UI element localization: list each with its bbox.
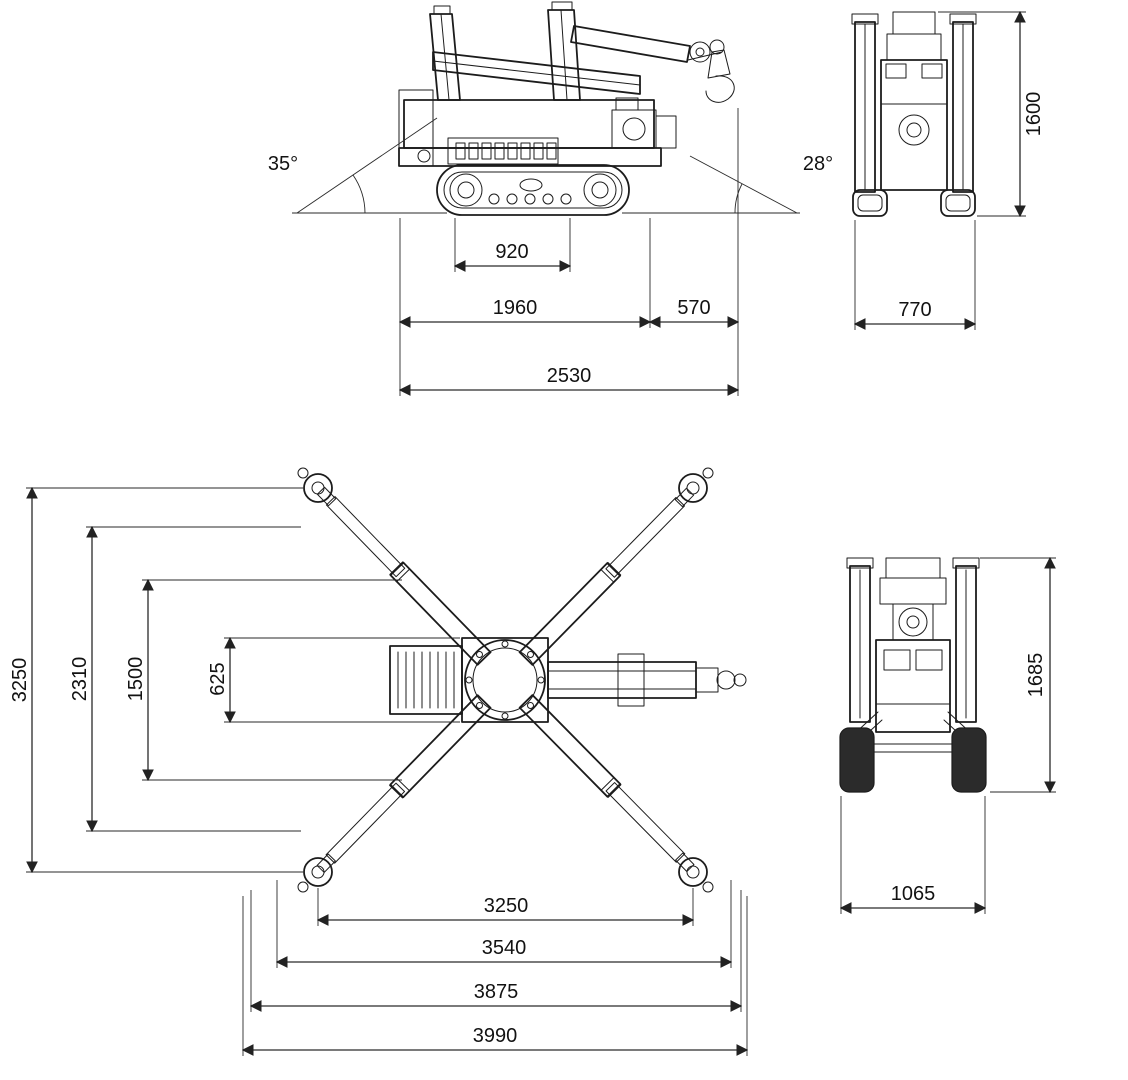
boom-folded bbox=[429, 1, 691, 101]
outrigger-arm-rear-left bbox=[316, 694, 492, 873]
dim-label-frame-width: 625 bbox=[207, 662, 229, 695]
dim-track-gauge: 1065 bbox=[839, 796, 987, 914]
dim-overall-width: 770 bbox=[853, 220, 977, 330]
dim-label-hook-overhang: 570 bbox=[677, 297, 710, 319]
front-outrigger-posts bbox=[846, 557, 980, 723]
dim-label-span-length-max: 3990 bbox=[473, 1025, 518, 1047]
dim-height-outriggers: 1685 bbox=[980, 556, 1056, 794]
outrigger-pad-rear-left bbox=[297, 857, 333, 893]
rear-view: 1600 770 bbox=[851, 10, 1045, 330]
dim-span-length-outer: 3875 bbox=[249, 890, 743, 1012]
outrigger-pad-front-right bbox=[678, 467, 714, 503]
plan-boom bbox=[547, 653, 747, 707]
dim-track-base: 920 bbox=[453, 218, 572, 272]
engine-module bbox=[611, 97, 677, 149]
front-boom-stack bbox=[879, 557, 947, 641]
crawler-track bbox=[436, 164, 630, 216]
boom-head-hook bbox=[687, 39, 735, 103]
side-view: 35° 28° 920 1960 570 bbox=[268, 1, 833, 396]
dim-overall-height: 1600 bbox=[938, 10, 1045, 218]
chassis-body bbox=[398, 89, 662, 167]
rear-tracks bbox=[852, 189, 976, 217]
dim-label-span-width-outer: 3250 bbox=[9, 658, 31, 703]
rear-view-machine bbox=[851, 11, 977, 217]
dim-span-width-inner: 1500 bbox=[125, 578, 402, 782]
approach-angle-rear: 28° bbox=[689, 153, 833, 214]
approach-angle-front: 35° bbox=[268, 117, 438, 214]
dim-label-track-gauge: 1065 bbox=[891, 883, 936, 905]
dim-label-span-length-pads: 3250 bbox=[484, 895, 529, 917]
dim-overall-length: 2530 bbox=[398, 365, 740, 396]
front-view: 1685 1065 bbox=[839, 556, 1056, 914]
outrigger-posts bbox=[851, 13, 977, 193]
dim-span-width-mid: 2310 bbox=[69, 525, 301, 833]
side-view-machine bbox=[398, 1, 735, 216]
dim-span-length-mid: 3540 bbox=[275, 880, 733, 968]
dim-span-length-max: 3990 bbox=[241, 896, 749, 1056]
dim-label-overall-height: 1600 bbox=[1023, 92, 1045, 137]
dim-span-width-outer: 3250 bbox=[9, 486, 303, 874]
outrigger-pad-rear-right bbox=[678, 857, 714, 893]
dim-label-span-width-inner: 1500 bbox=[125, 657, 147, 702]
dim-label-height-outriggers: 1685 bbox=[1025, 653, 1047, 698]
plan-view-machine bbox=[297, 467, 747, 893]
angle-front-label: 35° bbox=[268, 153, 298, 175]
dim-frame-width: 625 bbox=[207, 636, 460, 724]
dim-label-span-width-mid: 2310 bbox=[69, 657, 91, 702]
dim-hook-overhang: 570 bbox=[648, 108, 740, 396]
outrigger-pad-front-left bbox=[297, 467, 333, 503]
front-tracks bbox=[839, 727, 987, 793]
plan-centre-hub bbox=[461, 637, 549, 723]
dim-label-track-base: 920 bbox=[495, 241, 528, 263]
dim-label-chassis-length: 1960 bbox=[493, 297, 538, 319]
angle-rear-label: 28° bbox=[803, 153, 833, 175]
front-view-machine bbox=[839, 557, 987, 793]
dim-span-length-pads: 3250 bbox=[316, 888, 695, 926]
dim-label-overall-width: 770 bbox=[898, 299, 931, 321]
dim-label-span-length-mid: 3540 bbox=[482, 937, 527, 959]
dim-chassis-length: 1960 bbox=[398, 218, 652, 396]
plan-engine-box bbox=[389, 645, 463, 715]
dim-label-span-length-outer: 3875 bbox=[474, 981, 519, 1003]
outrigger-arm-front-left bbox=[316, 486, 492, 666]
rear-body bbox=[880, 11, 948, 191]
dim-label-overall-length: 2530 bbox=[547, 365, 592, 387]
plan-view: 3250 2310 1500 625 3250 bbox=[9, 467, 749, 1056]
